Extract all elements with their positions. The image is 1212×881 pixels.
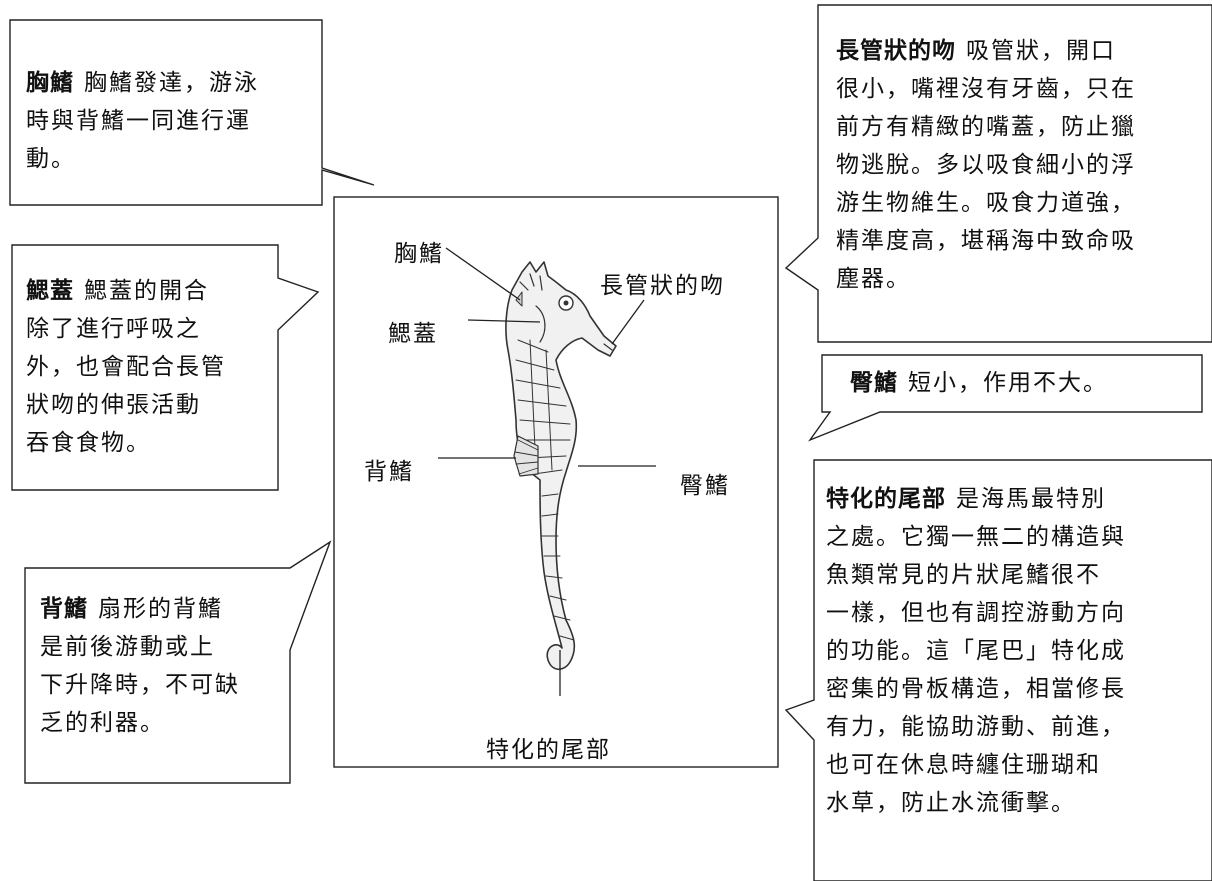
callout-tail-line-1: 是海馬最特別 [956, 486, 1106, 512]
callout-anal-outline [808, 354, 1203, 442]
callout-dorsal-title: 背鰭 [40, 596, 88, 622]
callout-operculum-title: 鰓蓋 [26, 278, 74, 304]
seahorse-illustration [505, 261, 617, 671]
figure-label-dorsal: 背鰭 [364, 459, 414, 485]
callout-snout-line-7: 塵器。 [836, 266, 911, 292]
callout-pectoral-outline [9, 19, 375, 206]
callout-tail-line-6: 密集的骨板構造，相當修長 [826, 676, 1126, 702]
callout-pectoral: 胸鰭胸鰭發達，游泳 時與背鰭一同進行運 動。 [26, 64, 318, 178]
callout-snout: 長管狀的吻吸管狀，開口 很小，嘴裡沒有牙齒，只在 前方有精緻的嘴蓋，防止獵 物逃… [836, 32, 1206, 298]
callout-pectoral-title: 胸鰭 [26, 70, 74, 96]
leader-operculum [467, 319, 541, 323]
callout-anal: 臀鰭短小，作用不大。 [850, 364, 1200, 402]
callout-tail-line-3: 魚類常見的片狀尾鰭很不 [826, 562, 1101, 588]
callout-tail-outline [784, 459, 1212, 881]
callout-operculum-line-1: 鰓蓋的開合 [84, 278, 209, 304]
callout-operculum-line-5: 吞食食物。 [26, 430, 151, 456]
callout-dorsal: 背鰭扇形的背鰭 是前後游動或上 下升降時，不可缺 乏的利器。 [40, 590, 288, 742]
callout-snout-line-4: 物逃脫。多以吸食細小的浮 [836, 152, 1136, 178]
callout-anal-title: 臀鰭 [850, 370, 898, 396]
callout-dorsal-line-2: 是前後游動或上 [40, 634, 215, 660]
leader-pectoral [445, 247, 521, 301]
callout-snout-line-1: 吸管狀，開口 [966, 38, 1116, 64]
callout-pectoral-line-1: 胸鰭發達，游泳 [84, 70, 259, 96]
callout-snout-outline [784, 4, 1212, 343]
callout-operculum: 鰓蓋鰓蓋的開合 除了進行呼吸之 外，也會配合長管 狀吻的伸張活動 吞食食物。 [26, 272, 276, 462]
callout-snout-line-2: 很小，嘴裡沒有牙齒，只在 [836, 76, 1136, 102]
callout-tail-line-4: 一樣，但也有調控游動方向 [826, 600, 1126, 626]
figure-label-tail: 特化的尾部 [486, 737, 611, 763]
callout-tail: 特化的尾部是海馬最特別 之處。它獨一無二的構造與 魚類常見的片狀尾鰭很不 一樣，… [826, 480, 1208, 822]
figure-label-snout: 長管狀的吻 [600, 273, 725, 299]
callout-snout-title: 長管狀的吻 [836, 38, 956, 64]
callout-operculum-line-2: 除了進行呼吸之 [26, 316, 201, 342]
figure-label-operculum: 鰓蓋 [388, 321, 438, 347]
callout-operculum-line-4: 狀吻的伸張活動 [26, 392, 201, 418]
callout-operculum-line-3: 外，也會配合長管 [26, 354, 226, 380]
figure-label-anal: 臀鰭 [680, 473, 730, 499]
callout-dorsal-outline [24, 540, 332, 784]
callout-pectoral-line-2: 時與背鰭一同進行運 [26, 108, 251, 134]
callout-snout-line-6: 精準度高，堪稱海中致命吸 [836, 228, 1136, 254]
callout-dorsal-line-1: 扇形的背鰭 [98, 596, 223, 622]
callout-snout-line-3: 前方有精緻的嘴蓋，防止獵 [836, 114, 1136, 140]
callout-anal-line-1: 短小，作用不大。 [908, 370, 1108, 396]
callout-tail-line-7: 有力，能協助游動、前進， [826, 714, 1126, 740]
callout-tail-line-8: 也可在休息時纏住珊瑚和 [826, 752, 1101, 778]
callout-operculum-outline [11, 244, 320, 491]
callout-pectoral-line-3: 動。 [26, 146, 76, 172]
callout-tail-line-5: 的功能。這「尾巴」特化成 [826, 638, 1126, 664]
callout-tail-line-2: 之處。它獨一無二的構造與 [826, 524, 1126, 550]
callout-snout-line-5: 游生物維生。吸食力道強， [836, 190, 1136, 216]
callout-tail-line-9: 水草，防止水流衝擊。 [826, 790, 1076, 816]
callout-tail-title: 特化的尾部 [826, 486, 946, 512]
callout-dorsal-line-3: 下升降時，不可缺 [40, 672, 240, 698]
callout-dorsal-line-4: 乏的利器。 [40, 710, 165, 736]
figure-label-pectoral: 胸鰭 [394, 241, 444, 267]
leader-snout [611, 299, 645, 345]
